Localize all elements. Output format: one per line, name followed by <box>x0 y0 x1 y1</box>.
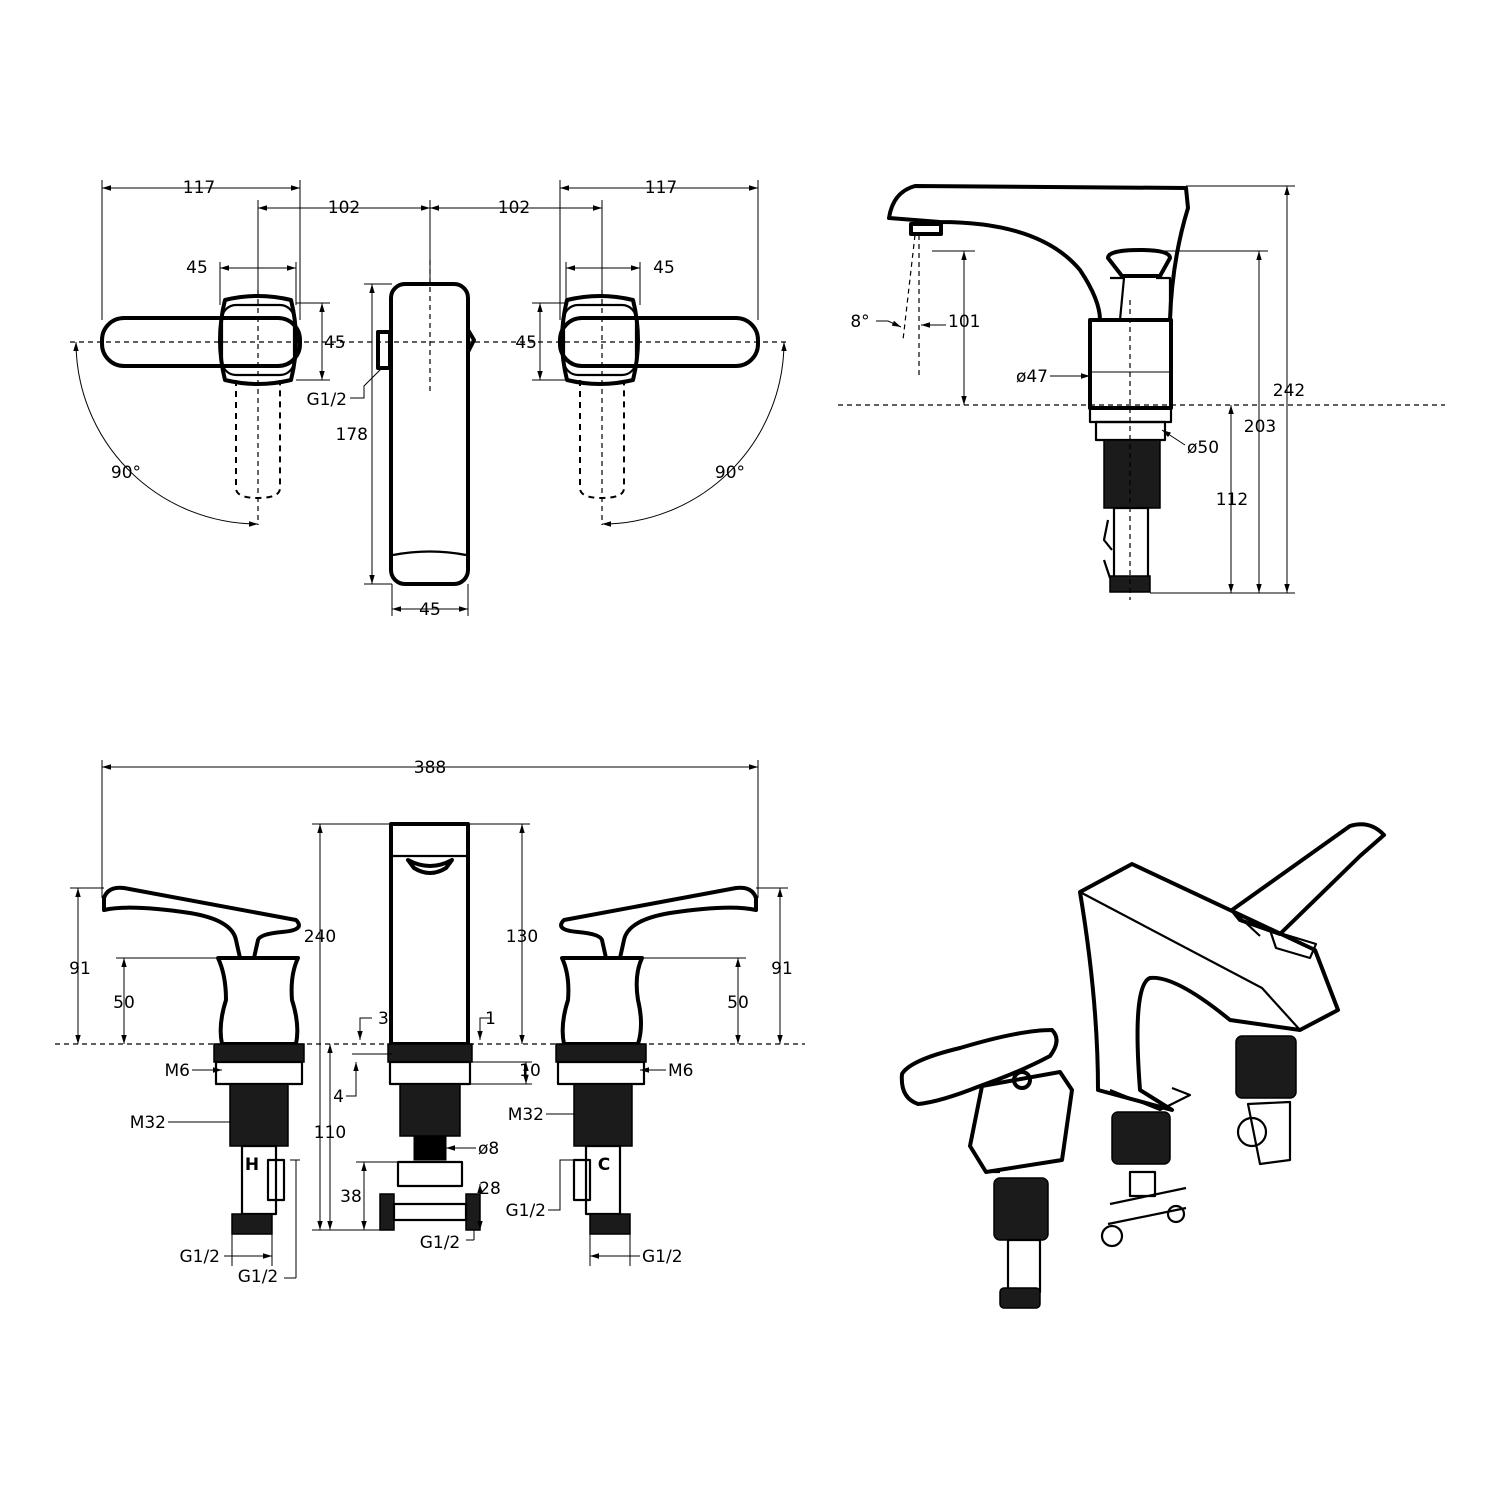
dim-shank-left: M32 <box>130 1113 166 1133</box>
dim-rotation-left: 90° <box>111 463 141 483</box>
dim-overall-width: 388 <box>414 758 446 778</box>
dim-thread-left-side: G1/2 <box>238 1267 279 1287</box>
dim-thread-left-bottom: G1/2 <box>179 1247 220 1267</box>
dim-shank-length: 112 <box>1216 490 1248 510</box>
cold-mark: C <box>598 1155 610 1175</box>
dim-outlet-height: 203 <box>1244 417 1276 437</box>
dim-screw-right: M6 <box>668 1061 693 1081</box>
dim-spacing-right: 102 <box>498 198 530 218</box>
dim-screw-left: M6 <box>165 1061 190 1081</box>
hot-mark: H <box>245 1155 259 1175</box>
dim-gap-1: 1 <box>485 1009 496 1029</box>
side-view: 8° 101 ø47 ø50 242 203 112 <box>838 184 1445 600</box>
dim-pin: ø8 <box>478 1139 499 1159</box>
dim-gap-4: 4 <box>333 1087 344 1107</box>
dim-handle-height-right: 91 <box>771 959 793 979</box>
dim-inlet-thread: G1/2 <box>306 390 347 410</box>
dim-spout-above-deck: 130 <box>506 927 538 947</box>
spout-front <box>379 822 481 1231</box>
dim-handle-right: 45 <box>653 258 675 278</box>
dim-body-height-left: 50 <box>113 993 135 1013</box>
dim-spout-length: 178 <box>336 425 368 445</box>
dim-handle-height-left: 91 <box>69 959 91 979</box>
dim-below-deck: 110 <box>314 1123 346 1143</box>
dim-spray-angle: 8° <box>850 312 869 332</box>
spout-top <box>376 260 476 586</box>
left-valve-front <box>102 885 305 1235</box>
top-view: 117 102 102 117 45 45 45 45 178 45 G1/2 … <box>70 178 788 620</box>
dim-base-right: 45 <box>515 333 537 353</box>
dim-tee-height: 38 <box>340 1187 362 1207</box>
dim-nut-diameter: ø50 <box>1187 438 1219 458</box>
dim-spout-width: 45 <box>419 600 441 620</box>
dim-spout-reach: 101 <box>948 312 980 332</box>
dim-base-diameter: ø47 <box>1016 367 1048 387</box>
iso-right-valve <box>1230 822 1386 1166</box>
iso-spout <box>1078 862 1340 1248</box>
dim-handle-left: 45 <box>186 258 208 278</box>
dim-body-height-right: 50 <box>727 993 749 1013</box>
dim-base-left: 45 <box>324 333 346 353</box>
isometric-view <box>899 822 1386 1309</box>
dim-spout-total: 240 <box>304 927 336 947</box>
dim-gap-3: 3 <box>378 1009 389 1029</box>
dim-thread-tee-side: G1/2 <box>505 1201 546 1221</box>
dim-shank-right: M32 <box>508 1105 544 1125</box>
dim-gap-10: 10 <box>519 1061 541 1081</box>
spout-side <box>887 184 1190 593</box>
dim-tee-offset: 28 <box>479 1179 501 1199</box>
dim-thread-right-bottom: G1/2 <box>642 1247 683 1267</box>
dim-width-right: 117 <box>645 178 677 198</box>
right-valve-front <box>555 885 758 1235</box>
dim-total-height: 242 <box>1273 381 1305 401</box>
front-view: 388 91 91 50 50 240 130 3 1 4 10 M6 M6 M… <box>55 758 805 1287</box>
iso-left-valve <box>899 1028 1074 1309</box>
dim-thread-tee-bottom: G1/2 <box>420 1233 461 1253</box>
dim-spacing-left: 102 <box>328 198 360 218</box>
dim-width-left: 117 <box>183 178 215 198</box>
dim-rotation-right: 90° <box>715 463 745 483</box>
